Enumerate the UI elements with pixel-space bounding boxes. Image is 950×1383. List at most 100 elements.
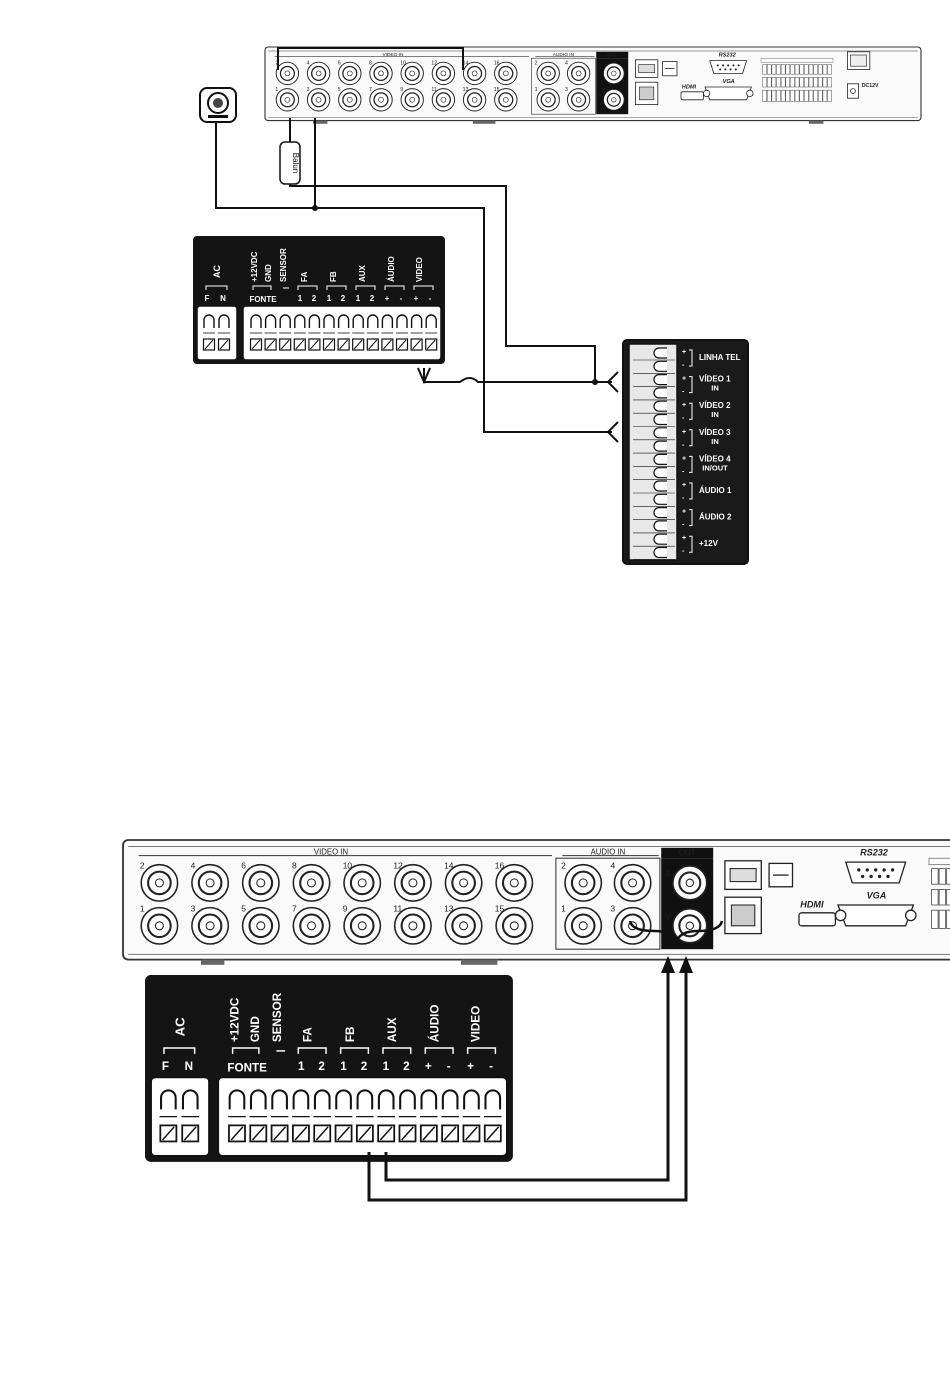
port-number: 4 [610,861,615,871]
bnc-connector [241,863,280,902]
port-number: 11 [431,87,436,93]
bnc-connector [338,61,362,86]
plus12vdc-label: +12VDC [250,251,259,282]
bnc-connector [369,61,393,86]
hdmi-label: HDMI [800,900,824,910]
port-number: 9 [343,904,348,914]
vga-port [704,86,752,101]
module-row-sublabel: IN [711,410,719,419]
port-number: 16 [494,61,500,67]
port-number: 5 [241,904,246,914]
balun-label: Balun [291,153,300,173]
bnc-connector [564,863,603,902]
screw-terminal [292,1089,310,1143]
bnc-connector [393,863,432,902]
video-minus-label: - [429,294,432,303]
plus-label: + [682,429,686,436]
module-terminal [633,440,675,454]
bnc-connector [602,62,625,85]
fonte-label: FONTE [249,295,277,304]
bnc-connector [241,906,280,945]
module-row-label: ÁUDIO 2 [699,513,732,522]
screw-terminal [483,1089,502,1143]
fb-2-label: 2 [341,294,346,303]
bnc-connector [306,61,331,86]
port-number: 16 [495,861,505,871]
fb-1-label: 1 [327,294,332,303]
port-number: 12 [431,61,437,67]
port-number: 2 [275,61,278,67]
screw-terminal [337,314,350,351]
terminal-brace [628,920,724,946]
minus-label: - [682,415,685,422]
hdmi-port [680,91,704,101]
port-number: 2 [561,861,566,871]
bnc-connector [393,906,432,945]
port-number: 13 [444,904,454,914]
bnc-connector [306,88,331,112]
video-plus-label: + [414,294,419,303]
sensor-label: SENSOR [279,248,288,282]
port-number: 1 [275,87,278,93]
dc12v-label: DC12V [862,83,879,89]
screw-terminal [249,314,263,351]
port-number: 1 [140,904,145,914]
port-number: 4 [191,861,196,871]
bnc-connector [494,88,518,112]
module-row-label: VÍDEO 4 [699,454,731,463]
hdmi-label: HDMI [682,85,697,91]
alarm-terminal-block [762,64,832,102]
video-in-label: VIDEO IN [382,52,404,58]
aux-label: AUX [386,1017,399,1042]
screw-terminal [249,1089,268,1143]
sensor-label: SENSOR [271,992,284,1042]
bnc-connector [613,906,652,945]
gnd-label: GND [264,264,273,282]
port-number: 3 [191,904,196,914]
screw-terminal [395,314,409,351]
out-label: OUT [679,849,696,858]
out-label: OUT [607,53,617,59]
dvr-chassis [264,46,922,122]
bnc-connector [462,88,487,112]
module-terminal [633,546,675,560]
ac-terminal-block [149,1076,211,1158]
bnc-connector [536,61,560,86]
video-bracket [277,47,464,70]
screw-terminal [441,1089,460,1143]
screw-terminal [381,314,394,351]
bnc-connector [191,863,230,902]
port-number: 15 [494,87,500,93]
screw-terminal [279,314,292,351]
audio-label: ÁUDIO [387,256,396,282]
port-number: 15 [495,904,505,914]
module-terminal [633,360,675,374]
rs232-label: RS232 [719,53,737,59]
minus-label: - [682,548,685,555]
screw-terminal [355,1089,374,1143]
audio-plus-label: + [385,294,390,303]
screw-terminal [293,314,306,351]
screw-terminal [264,314,277,351]
module-terminal [633,387,675,401]
rs232-label: RS232 [860,848,888,858]
module-terminal [633,400,675,414]
port-number: 13 [463,87,469,93]
bnc-connector [400,88,424,112]
vga-port [837,904,915,927]
bnc-connector [566,88,591,112]
port-number: 2 [140,861,145,871]
fb-1-label: 1 [340,1060,347,1073]
screw-terminal [159,1089,178,1143]
fa-1-label: 1 [298,294,303,303]
fa-label: FA [301,1027,314,1042]
screw-terminal [334,1089,353,1143]
port-number: 7 [292,904,297,914]
module-row-label: +12V [699,539,719,548]
fonte-label: FONTE [227,1061,267,1074]
out-v-label: V [599,92,603,98]
minus-label: - [682,362,685,369]
port-number: 8 [369,61,372,67]
audio-minus-label: - [400,294,403,303]
